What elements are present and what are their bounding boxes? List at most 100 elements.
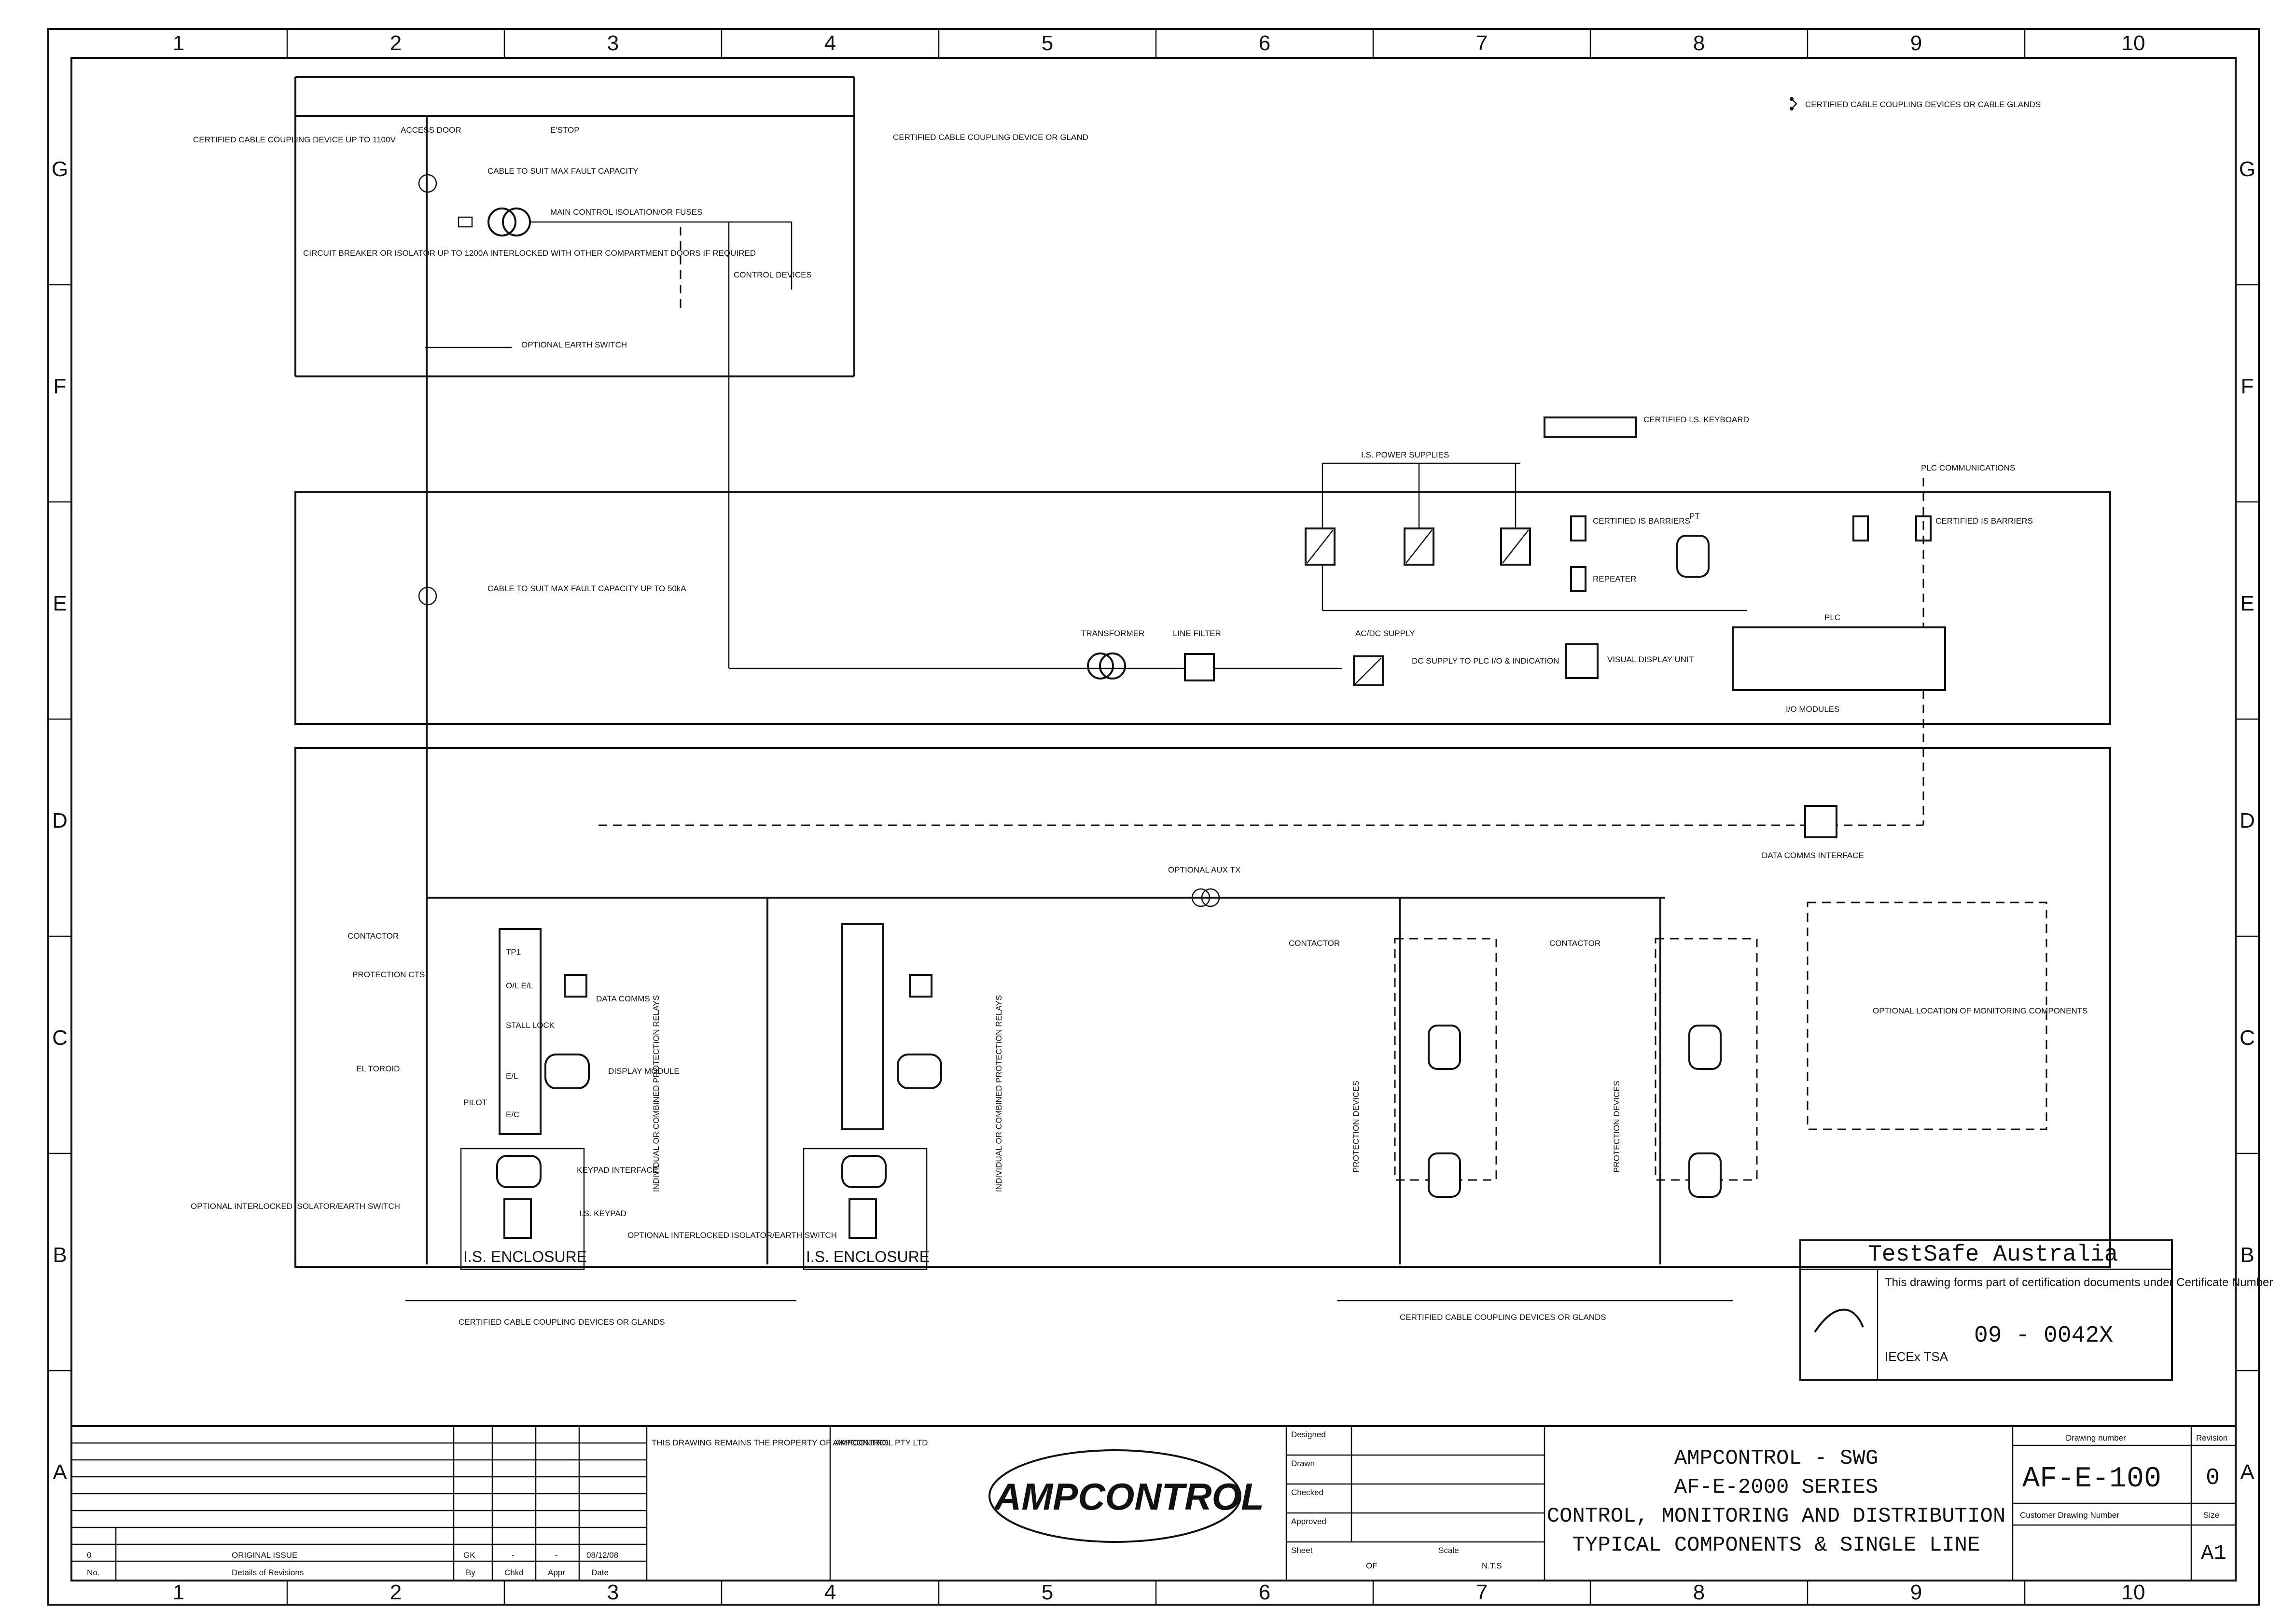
- grid-col-label: 9: [1910, 1581, 1922, 1604]
- stamp-title: TestSafe Australia: [1868, 1242, 2118, 1268]
- stamp-text: This drawing forms part of certification…: [1885, 1276, 2273, 1289]
- title-block: 0 ORIGINAL ISSUE GK - - 08/12/08 No. Det…: [70, 1425, 2237, 1581]
- grid-row-label: F: [2241, 375, 2254, 398]
- access-door-label: ACCESS DOOR: [401, 125, 461, 135]
- rev-chkd: -: [512, 1551, 515, 1560]
- iecex-label: IECEx TSA: [1885, 1349, 1948, 1364]
- is-keypad-label: I.S. KEYPAD: [579, 1209, 626, 1218]
- grid-col-label: 9: [1910, 31, 1922, 55]
- ampcontrol-logo: AMPCONTROL: [993, 1475, 1264, 1518]
- grid-row-label: A: [2240, 1460, 2254, 1484]
- glands-bottom-right-label: CERTIFIED CABLE COUPLING DEVICES OR GLAN…: [1400, 1313, 1606, 1322]
- display-module-label: DISPLAY MODULE: [608, 1067, 680, 1076]
- grid-rows: G F E D C B A G F E D C B A: [48, 157, 2259, 1484]
- grid-col-label: 10: [2122, 31, 2145, 55]
- optional-earth-switch-label: OPTIONAL EARTH SWITCH: [521, 340, 627, 349]
- grid-col-label: 7: [1476, 31, 1488, 55]
- relay-tag: O/L E/L: [506, 981, 533, 990]
- grid-col-label: 4: [824, 1581, 836, 1604]
- dc-supply-label: DC SUPPLY TO PLC I/O & INDICATION: [1412, 656, 1559, 666]
- grid-row-label: E: [2240, 592, 2254, 615]
- protection-devices-1-label: PROTECTION DEVICES: [1351, 1081, 1361, 1173]
- cable-fault-mid-label: CABLE TO SUIT MAX FAULT CAPACITY UP TO 5…: [487, 584, 686, 593]
- relay-tag: E/C: [506, 1110, 519, 1119]
- legend-text: CERTIFIED CABLE COUPLING DEVICES OR CABL…: [1805, 100, 2041, 109]
- bottom-glands: CERTIFIED CABLE COUPLING DEVICES OR GLAN…: [405, 1300, 1733, 1327]
- title-line-1: AMPCONTROL - SWG: [1674, 1446, 1878, 1470]
- rev-header-by: By: [466, 1568, 475, 1577]
- circuit-breaker-label: CIRCUIT BREAKER OR ISOLATOR UP TO 1200A …: [303, 249, 756, 258]
- grid-col-label: 6: [1259, 31, 1270, 55]
- legend: CERTIFIED CABLE COUPLING DEVICES OR CABL…: [1790, 97, 2041, 111]
- optional-aux-tx-label: OPTIONAL AUX TX: [1168, 865, 1240, 874]
- size-label: Size: [2203, 1511, 2219, 1520]
- grid-row-label: B: [53, 1243, 67, 1267]
- revision-number: 0: [2206, 1465, 2220, 1491]
- drawing-number-label: Drawing number: [2066, 1433, 2126, 1443]
- sheet-size: A1: [2201, 1541, 2226, 1566]
- control-devices-label: CONTROL DEVICES: [734, 270, 812, 279]
- repeater-label: REPEATER: [1593, 574, 1636, 583]
- rev-header-chkd: Chkd: [504, 1568, 524, 1577]
- title-line-3: CONTROL, MONITORING AND DISTRIBUTION: [1547, 1504, 2006, 1528]
- relay-tag: TP1: [506, 947, 521, 957]
- certified-barrier-label: CERTIFIED IS BARRIERS: [1935, 516, 2033, 526]
- drawing-number: AF-E-100: [2022, 1463, 2161, 1496]
- is-enclosure-1-label: I.S. ENCLOSURE: [463, 1248, 587, 1265]
- grid-col-label: 6: [1259, 1581, 1270, 1604]
- grid-col-label: 2: [390, 31, 402, 55]
- certified-device-gland-label: CERTIFIED CABLE COUPLING DEVICE OR GLAND: [893, 133, 1088, 142]
- estop-label: E'STOP: [550, 125, 580, 135]
- grid-row-label: G: [52, 157, 68, 181]
- rev-date: 08/12/08: [586, 1551, 618, 1560]
- contactor-2-label: CONTACTOR: [1289, 939, 1340, 948]
- pt-label: PT: [1689, 512, 1700, 521]
- grid-col-label: 5: [1042, 31, 1053, 55]
- rev-header-no: No.: [87, 1568, 99, 1577]
- contactor-3-label: CONTACTOR: [1549, 939, 1600, 948]
- optional-location-label: OPTIONAL LOCATION OF MONITORING COMPONEN…: [1873, 1006, 2088, 1015]
- rev-by: GK: [463, 1551, 475, 1560]
- protection-cts-label: PROTECTION CTS: [352, 970, 425, 979]
- rev-header-date: Date: [591, 1568, 609, 1577]
- grid-row-label: F: [54, 375, 67, 398]
- drawn-label: Drawn: [1291, 1459, 1315, 1468]
- approved-label: Approved: [1291, 1517, 1326, 1526]
- company-address: AMPCONTROL PTY LTD: [835, 1438, 928, 1447]
- plc-comms-label: PLC COMMUNICATIONS: [1921, 463, 2015, 472]
- pilot-label: PILOT: [463, 1098, 487, 1107]
- relay-tag: STALL LOCK: [506, 1021, 555, 1030]
- protection-devices-2-label: PROTECTION DEVICES: [1612, 1081, 1621, 1173]
- grid-row-label: C: [52, 1026, 68, 1050]
- grid-row-label: A: [53, 1460, 67, 1484]
- keyboard-label: CERTIFIED I.S. KEYBOARD: [1643, 415, 1749, 424]
- scale-label: Scale: [1438, 1546, 1459, 1555]
- grid-col-label: 4: [824, 31, 836, 55]
- protection-relays-label: INDIVIDUAL OR COMBINED PROTECTION RELAYS: [652, 995, 661, 1192]
- grid-top: 1 2 3 4 5 6 7 8 9 10: [173, 29, 2145, 58]
- contactor-label: CONTACTOR: [348, 931, 399, 941]
- grid-row-label: D: [52, 809, 68, 832]
- title-line-4: TYPICAL COMPONENTS & SINGLE LINE: [1572, 1533, 1980, 1557]
- grid-col-label: 10: [2122, 1581, 2145, 1604]
- title-line-2: AF-E-2000 SERIES: [1674, 1475, 1878, 1499]
- testsafe-stamp: TestSafe Australia This drawing forms pa…: [1799, 1239, 2273, 1381]
- main-control-isolation-label: MAIN CONTROL ISOLATION/OR FUSES: [550, 208, 702, 217]
- el-toroid-label: EL TOROID: [356, 1064, 400, 1073]
- cable-fault-label: CABLE TO SUIT MAX FAULT CAPACITY: [487, 166, 639, 176]
- certificate-number: 09 - 0042X: [1974, 1323, 2113, 1349]
- grid-col-label: 7: [1476, 1581, 1488, 1604]
- data-comms-label: DATA COMMS: [596, 994, 650, 1003]
- optional-isolator-left-label: OPTIONAL INTERLOCKED ISOLATOR/EARTH SWIT…: [191, 1202, 400, 1211]
- revision-label: Revision: [2196, 1433, 2227, 1443]
- rev-appr: -: [555, 1551, 558, 1560]
- designed-label: Designed: [1291, 1430, 1326, 1439]
- grid-col-label: 3: [607, 1581, 619, 1604]
- plc-label: PLC: [1824, 613, 1840, 622]
- protection-relays-2-label: INDIVIDUAL OR COMBINED PROTECTION RELAYS: [994, 995, 1003, 1192]
- rev-header-details: Details of Revisions: [232, 1568, 304, 1577]
- grid-col-label: 1: [173, 31, 184, 55]
- line-filter-label: LINE FILTER: [1173, 629, 1221, 638]
- incoming-coupler-label: CERTIFIED CABLE COUPLING DEVICE UP TO 11…: [193, 135, 396, 144]
- distribution-compartment: DATA COMMS INTERFACE OPTIONAL AUX TX CON…: [191, 747, 2111, 1270]
